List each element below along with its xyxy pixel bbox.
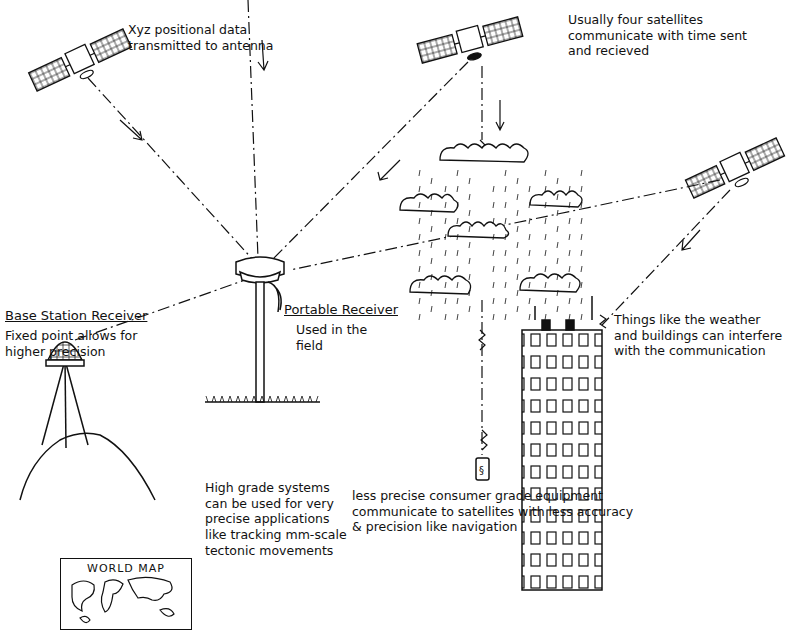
world-map-box: WORLD MAP: [60, 558, 192, 630]
annotation: Fixed point allows for higher precision: [5, 328, 140, 359]
satellite: [28, 15, 789, 206]
signal-arrows: [120, 40, 700, 450]
annotation: High grade systems can be used for very …: [205, 480, 353, 558]
receiver-heading: Portable Receiver: [284, 302, 424, 318]
annotation: Usually four satellites communicate with…: [568, 12, 768, 59]
grass: [206, 396, 318, 402]
receiver-heading: Base Station Receiver: [5, 308, 175, 324]
world-map-land: [72, 577, 174, 622]
annotation: Things like the weather and buildings ca…: [614, 312, 786, 359]
svg-text:§: §: [479, 465, 484, 476]
signal-lines: [75, 0, 730, 455]
phone: §: [476, 458, 489, 480]
base-station: [20, 342, 155, 500]
annotation: Xyz positional data transmitted to anten…: [128, 22, 278, 53]
rain: [419, 170, 582, 320]
annotation: Used in the field: [296, 322, 386, 353]
building: [522, 296, 602, 590]
clouds: [400, 144, 582, 294]
map-title: WORLD MAP: [61, 562, 191, 575]
annotation: less precise consumer grade equipment co…: [352, 488, 642, 535]
